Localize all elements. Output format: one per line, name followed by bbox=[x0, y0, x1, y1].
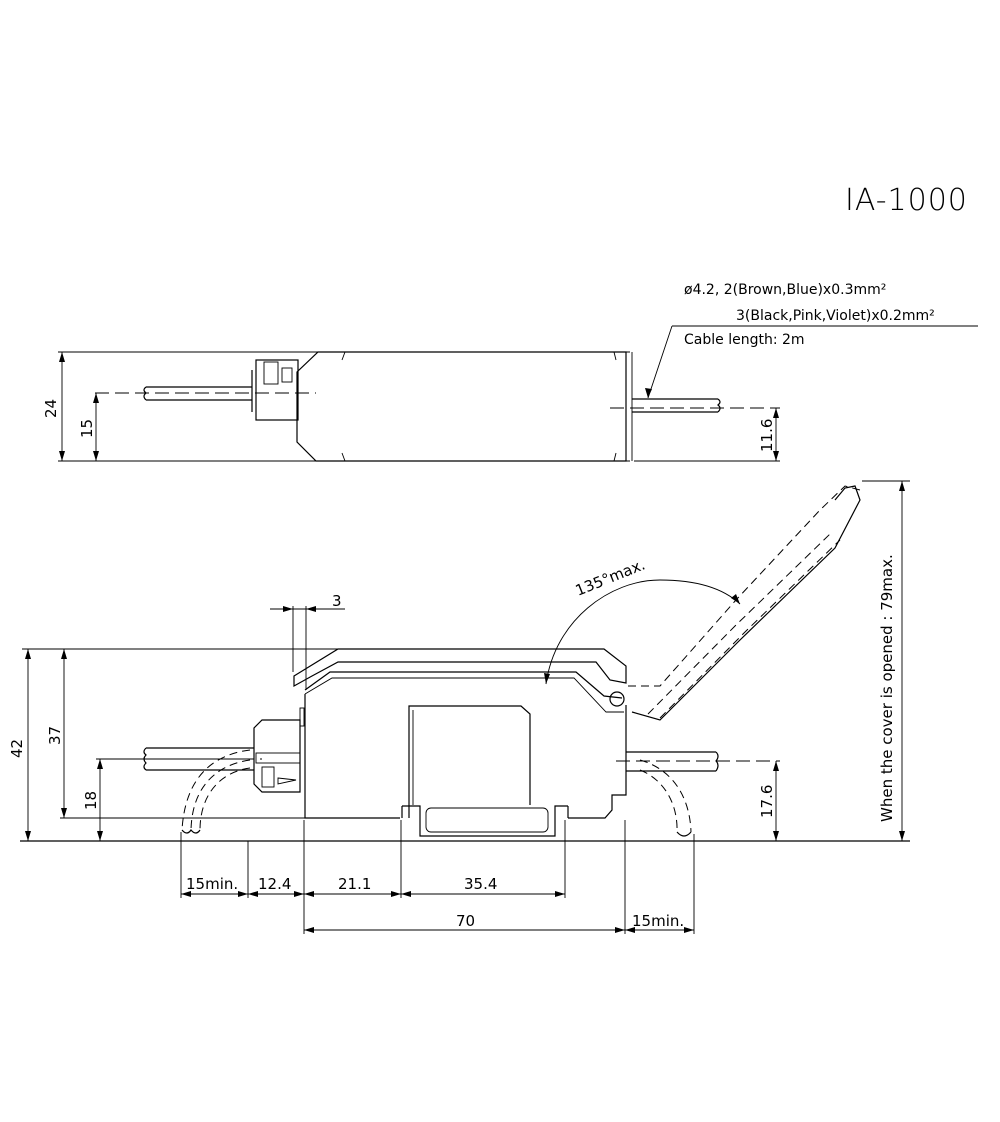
cable-note-line3: Cable length: 2m bbox=[684, 332, 805, 348]
dim-front-3: 3 bbox=[332, 592, 342, 610]
dim-front-42: 42 bbox=[8, 739, 26, 758]
model-title: IA-1000 bbox=[845, 183, 968, 218]
front-view: 135°max. When the cover is opened : 79ma… bbox=[8, 480, 910, 934]
dim-front-18: 18 bbox=[82, 791, 100, 810]
open-height-note: When the cover is opened : 79max. bbox=[878, 554, 896, 822]
dim-top-15: 15 bbox=[78, 419, 96, 438]
dim-21-1: 21.1 bbox=[338, 875, 371, 893]
dim-bend-right: 15min. bbox=[632, 912, 684, 930]
cable-note-line1: ø4.2, 2(Brown,Blue)x0.3mm² bbox=[684, 282, 886, 298]
dim-bend-left: 15min. bbox=[186, 875, 238, 893]
dim-top-11-6: 11.6 bbox=[758, 419, 776, 452]
top-view: 24 15 11.6 bbox=[42, 351, 780, 462]
dim-12-4: 12.4 bbox=[258, 875, 291, 893]
dim-front-37: 37 bbox=[46, 726, 64, 745]
dim-35-4: 35.4 bbox=[464, 875, 497, 893]
dim-70: 70 bbox=[456, 912, 475, 930]
dim-front-17-6: 17.6 bbox=[758, 785, 776, 818]
cable-note: ø4.2, 2(Brown,Blue)x0.3mm² 3(Black,Pink,… bbox=[645, 282, 978, 399]
cable-note-line2: 3(Black,Pink,Violet)x0.2mm² bbox=[736, 308, 935, 324]
dim-top-24: 24 bbox=[42, 399, 60, 418]
